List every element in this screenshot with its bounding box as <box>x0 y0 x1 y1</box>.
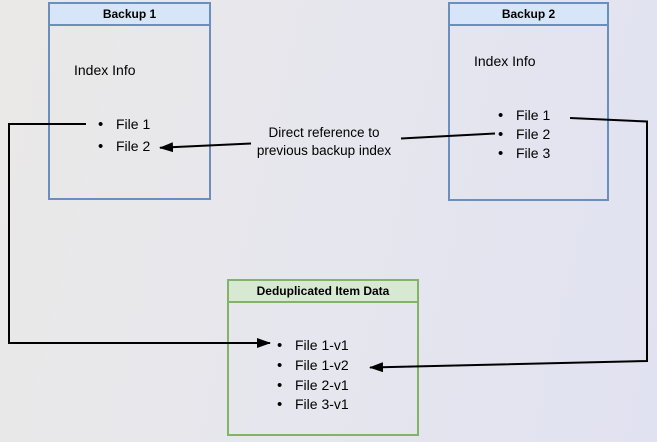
backup1-index-info-label: Index Info <box>74 62 136 78</box>
list-item: File 3 <box>498 144 550 163</box>
dedup-file-list: File 1-v1 File 1-v2 File 2-v1 File 3-v1 <box>277 336 349 415</box>
backup1-box: Backup 1 Index Info File 1 File 2 <box>48 2 211 200</box>
list-item: File 1-v2 <box>277 356 349 376</box>
dedup-box: Deduplicated Item Data File 1-v1 File 1-… <box>227 279 419 436</box>
backup2-title: Backup 2 <box>450 4 607 26</box>
dedup-title: Deduplicated Item Data <box>229 281 417 303</box>
list-item: File 3-v1 <box>277 395 349 415</box>
annotation-line1: Direct reference to <box>268 125 380 140</box>
backup2-file-list: File 1 File 2 File 3 <box>498 106 550 163</box>
backup1-file-list: File 1 File 2 <box>98 114 150 158</box>
list-item: File 1 <box>98 114 150 136</box>
list-item: File 2-v1 <box>277 376 349 396</box>
backup1-title: Backup 1 <box>50 4 209 26</box>
backup2-index-info-label: Index Info <box>474 53 536 69</box>
list-item: File 2 <box>498 125 550 144</box>
list-item: File 2 <box>98 136 150 158</box>
annotation-line2: previous backup index <box>256 143 392 158</box>
backup2-box: Backup 2 Index Info File 1 File 2 File 3 <box>448 2 609 201</box>
list-item: File 1 <box>498 106 550 125</box>
list-item: File 1-v1 <box>277 336 349 356</box>
direct-reference-annotation: Direct reference to previous backup inde… <box>204 124 444 160</box>
